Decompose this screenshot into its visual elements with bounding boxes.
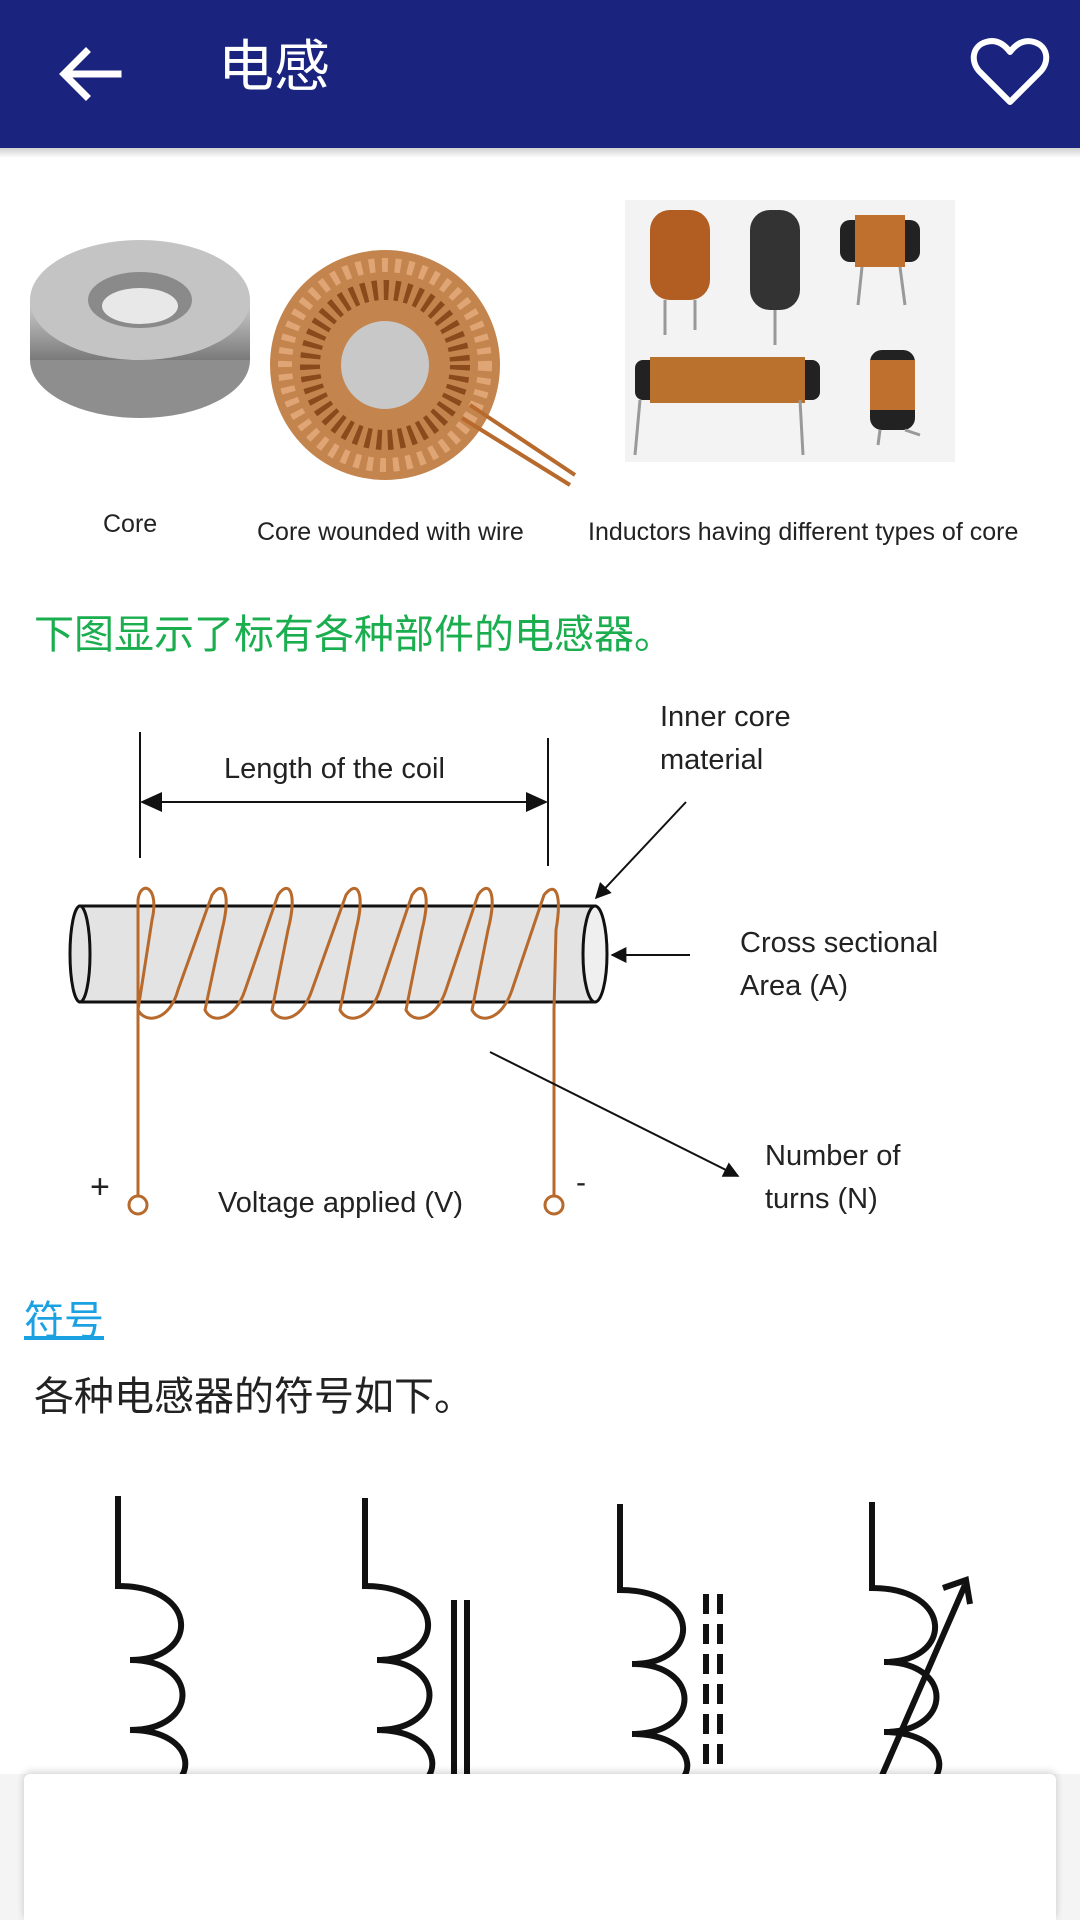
area-label-2: Area (A): [740, 970, 848, 1002]
bottom-banner: [24, 1774, 1056, 1920]
length-label: Length of the coil: [224, 753, 445, 785]
inductor-types-photo: [625, 200, 955, 462]
heart-outline-icon[interactable]: [966, 28, 1054, 116]
area-label-1: Cross sectional: [740, 927, 938, 959]
app-bar-shadow: [0, 148, 1080, 158]
symbol-section-link[interactable]: 符号: [24, 1298, 104, 1344]
turns-label-2: turns (N): [765, 1183, 878, 1215]
inductor-parts-diagram: Length of the coil Inner core material C…: [68, 701, 938, 1219]
app-bar: 电感: [0, 0, 1080, 148]
caption-core: Core: [103, 510, 158, 538]
symbol-description: 各种电感器的符号如下。: [34, 1374, 474, 1420]
minus-sign: -: [576, 1166, 586, 1199]
core-material-label-2: material: [660, 744, 763, 776]
arrow-left-icon[interactable]: [48, 32, 132, 116]
turns-label-1: Number of: [765, 1140, 901, 1172]
intro-text: 下图显示了标有各种部件的电感器。: [34, 612, 674, 658]
inductor-symbols-image: [115, 1496, 973, 1774]
caption-core-wounded: Core wounded with wire: [257, 518, 524, 546]
inductor-cores-image: [30, 200, 955, 487]
core-ring: [30, 240, 250, 418]
plus-sign: +: [90, 1168, 110, 1206]
page-title: 电感: [218, 35, 330, 100]
toroid-coil: [270, 250, 577, 487]
caption-inductor-types: Inductors having different types of core: [588, 518, 1019, 546]
voltage-label: Voltage applied (V): [218, 1187, 463, 1219]
core-material-label-1: Inner core: [660, 701, 791, 733]
